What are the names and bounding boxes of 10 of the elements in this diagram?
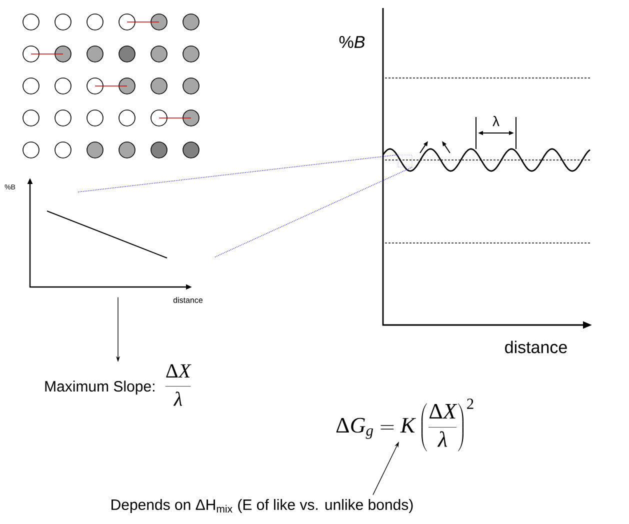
note-text: Depends on ΔH$_{mix}$ (E of like vs. unlike bonds)	[112, 499, 413, 513]
zoom-line	[214, 166, 413, 258]
node-label: distance	[173, 297, 203, 303]
slope-formula: Maximum Slope: $\frac{\Delta X}{\lambda}$	[45, 364, 192, 406]
node-label: %B	[339, 36, 365, 48]
zoom-box	[398, 154, 412, 168]
energy-formula: $\Delta G_g = K\left(\frac{\Delta X}{\lambda}\right)^2$	[336, 398, 474, 452]
wavelength-label: λ	[492, 116, 500, 126]
node-label: distance	[505, 340, 567, 354]
zoom-line	[78, 154, 398, 192]
